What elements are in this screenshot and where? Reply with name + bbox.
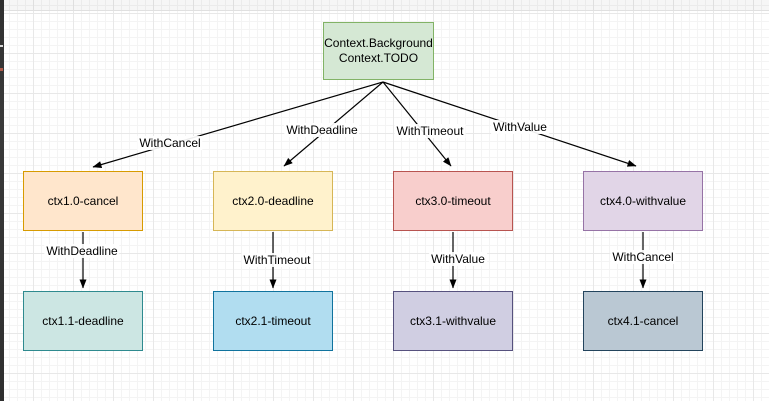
node-label: ctx4.0-withvalue	[599, 193, 687, 208]
edge-label-withvalue[interactable]: WithValue	[491, 120, 549, 134]
node-label: ctx4.1-cancel	[607, 313, 679, 328]
edge-label-withvalue-col3[interactable]: WithValue	[429, 252, 487, 266]
edge-label-withcancel-col4[interactable]: WithCancel	[610, 250, 676, 264]
node-label-line: Context.Background	[324, 36, 433, 50]
window-edge-speck	[0, 68, 3, 71]
node-label: ctx2.1-timeout	[235, 313, 311, 328]
node-ctx1-0-cancel[interactable]: ctx1.0-cancel	[23, 171, 143, 231]
node-ctx3-0-timeout[interactable]: ctx3.0-timeout	[393, 171, 513, 231]
node-ctx2-1-timeout[interactable]: ctx2.1-timeout	[213, 291, 333, 351]
node-label: ctx3.1-withvalue	[409, 313, 497, 328]
node-label: ctx3.0-timeout	[415, 193, 491, 208]
window-edge	[0, 0, 4, 401]
window-edge-speck	[0, 45, 3, 47]
edge-label-withdeadline[interactable]: WithDeadline	[284, 123, 360, 137]
node-label: ctx1.0-cancel	[47, 193, 119, 208]
canvas-top-margin	[0, 0, 769, 11]
node-label: ctx2.0-deadline	[232, 193, 314, 208]
edge-label-withtimeout[interactable]: WithTimeout	[394, 124, 466, 138]
edge-label-withcancel[interactable]: WithCancel	[137, 136, 203, 150]
node-context-root[interactable]: Context.Background Context.TODO	[323, 22, 434, 80]
node-label: ctx1.1-deadline	[42, 313, 124, 328]
node-label-line: Context.TODO	[338, 51, 419, 65]
edge-root-to-ctx1-0[interactable]	[92, 81, 384, 168]
node-ctx3-1-withvalue[interactable]: ctx3.1-withvalue	[393, 291, 513, 351]
node-ctx4-1-cancel[interactable]: ctx4.1-cancel	[583, 291, 703, 351]
node-ctx4-0-withvalue[interactable]: ctx4.0-withvalue	[583, 171, 703, 231]
edge-label-withtimeout-col2[interactable]: WithTimeout	[241, 253, 313, 267]
edge-label-withdeadline-col1[interactable]: WithDeadline	[44, 244, 120, 258]
node-ctx1-1-deadline[interactable]: ctx1.1-deadline	[23, 291, 143, 351]
node-ctx2-0-deadline[interactable]: ctx2.0-deadline	[213, 171, 333, 231]
